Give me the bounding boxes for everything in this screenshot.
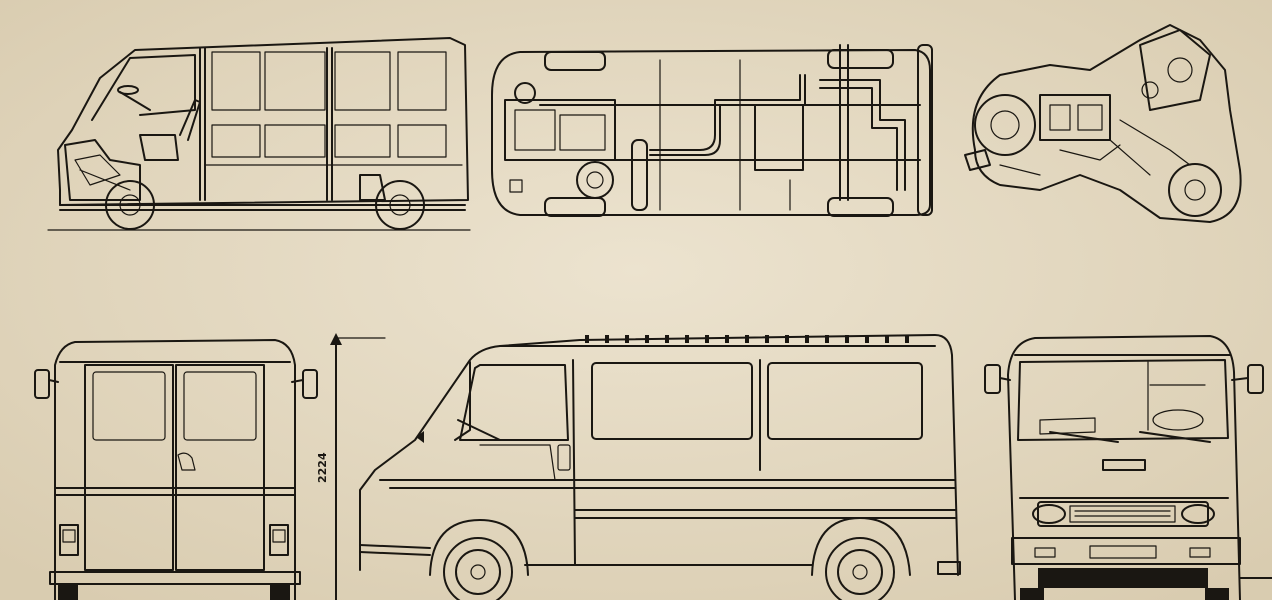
height-dimension-label: 2224 — [316, 452, 329, 483]
side-cutaway-view — [47, 37, 471, 231]
side-view — [359, 334, 961, 600]
engine-assembly-view — [964, 24, 1242, 223]
rear-view — [34, 339, 318, 600]
front-view — [984, 335, 1272, 600]
chassis-underside-view — [491, 44, 933, 217]
height-dimension: 2224 — [316, 333, 386, 600]
roof-ribs — [585, 335, 909, 343]
